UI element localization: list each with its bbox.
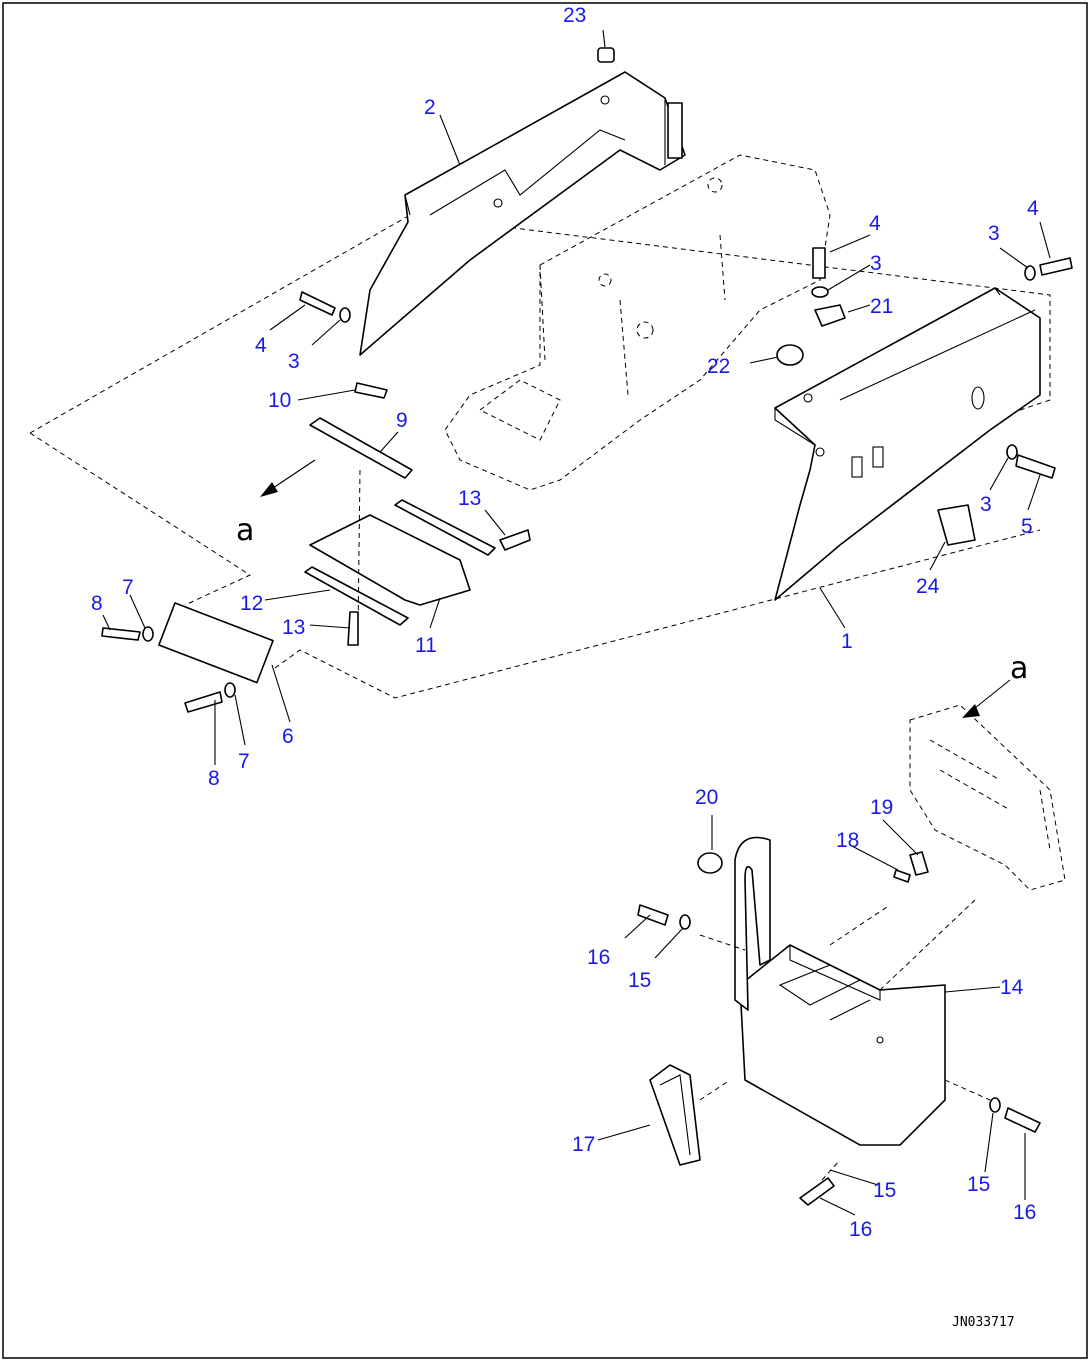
callout-10: 10 bbox=[268, 389, 291, 412]
callout-3: 3 bbox=[870, 252, 882, 275]
callout-15: 15 bbox=[628, 969, 651, 992]
callout-15: 15 bbox=[873, 1179, 896, 1202]
fasteners-upper bbox=[101, 47, 1073, 713]
callout-21: 21 bbox=[870, 295, 893, 318]
callout-24: 24 bbox=[916, 575, 940, 598]
bracket-plate-part-6 bbox=[158, 602, 274, 684]
callout-22: 22 bbox=[707, 355, 730, 378]
callout-19: 19 bbox=[870, 796, 893, 819]
callout-3: 3 bbox=[288, 350, 300, 373]
callout-2: 2 bbox=[424, 96, 436, 119]
callout-9: 9 bbox=[396, 409, 408, 432]
callout-23: 23 bbox=[563, 4, 586, 27]
callout-20: 20 bbox=[695, 786, 718, 809]
callout-7: 7 bbox=[238, 750, 250, 773]
callout-15: 15 bbox=[967, 1173, 990, 1196]
view-letter-upper: a bbox=[236, 513, 254, 548]
callout-4: 4 bbox=[255, 334, 267, 357]
upper-assembly-boundary bbox=[29, 214, 1051, 699]
callout-14: 14 bbox=[1000, 976, 1024, 999]
view-letter-lower: a bbox=[1010, 651, 1028, 686]
callout-5: 5 bbox=[1021, 515, 1033, 538]
callout-11: 11 bbox=[415, 634, 437, 657]
callout-17: 17 bbox=[572, 1133, 595, 1156]
callout-8: 8 bbox=[208, 767, 220, 790]
callout-labels: 23 2 4 3 21 4 3 22 4 3 10 9 3 5 13 24 12… bbox=[91, 4, 1039, 1241]
callout-13: 13 bbox=[282, 616, 305, 639]
callout-16: 16 bbox=[1013, 1201, 1036, 1224]
callout-6: 6 bbox=[282, 725, 294, 748]
callout-3: 3 bbox=[980, 493, 992, 516]
callout-4: 4 bbox=[869, 212, 881, 235]
side-cover-part-1 bbox=[774, 287, 1041, 601]
callout-4: 4 bbox=[1027, 197, 1039, 220]
main-frame bbox=[444, 154, 831, 491]
lower-plates-parts-9-11-12 bbox=[304, 417, 496, 631]
drawing-code: JN033717 bbox=[952, 1315, 1015, 1330]
callout-16: 16 bbox=[587, 946, 610, 969]
callout-12: 12 bbox=[240, 592, 263, 615]
callout-8: 8 bbox=[91, 592, 103, 615]
lower-detail-assembly bbox=[637, 679, 1066, 1206]
top-cover-part-2 bbox=[359, 71, 686, 356]
callout-3: 3 bbox=[988, 222, 1000, 245]
callout-16: 16 bbox=[849, 1218, 872, 1241]
view-a-arrow-upper bbox=[260, 459, 316, 497]
callout-1: 1 bbox=[841, 630, 853, 653]
leader-lines bbox=[102, 29, 1051, 1216]
callout-13: 13 bbox=[458, 487, 481, 510]
callout-7: 7 bbox=[122, 576, 134, 599]
callout-18: 18 bbox=[836, 829, 859, 852]
